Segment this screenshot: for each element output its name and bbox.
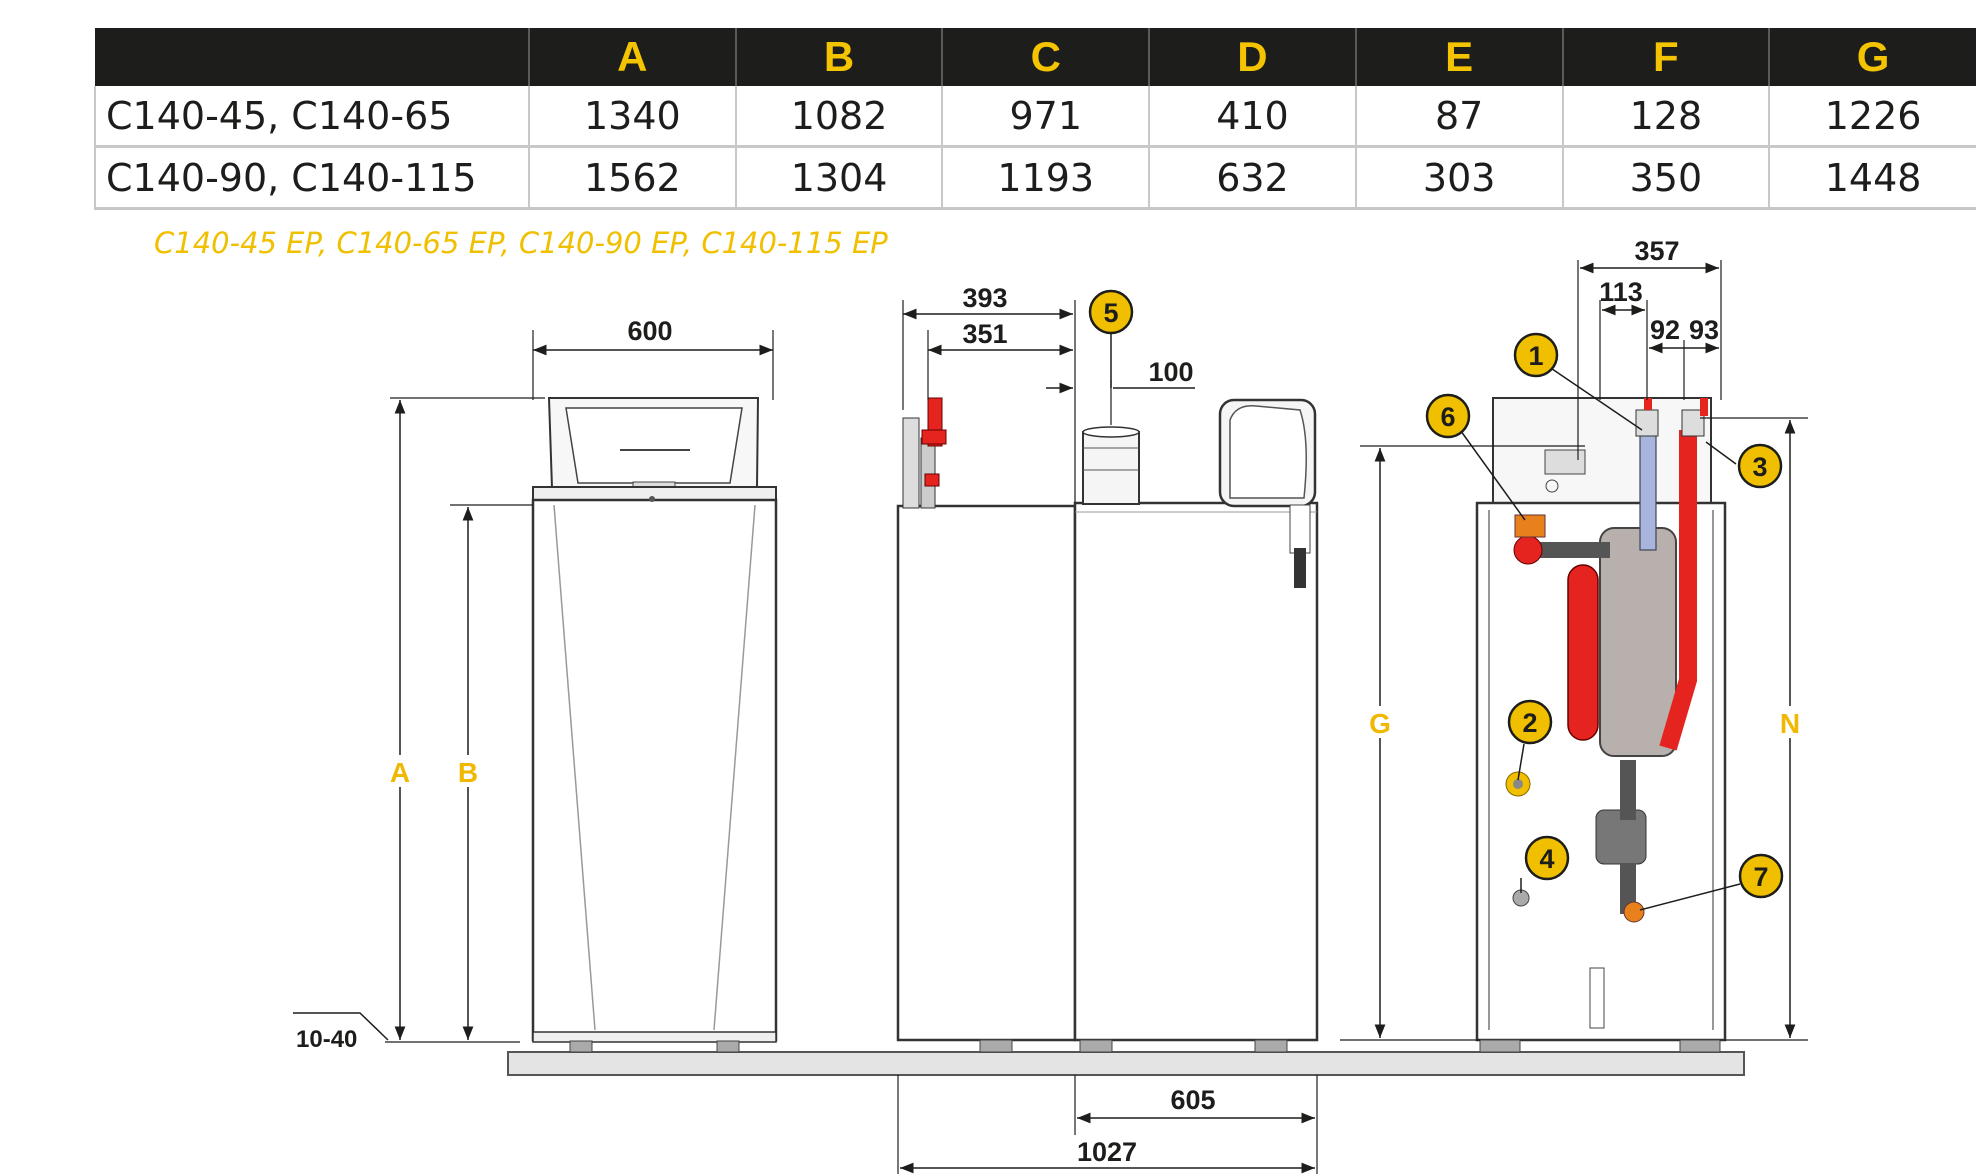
callout-3-label: 3 — [1752, 452, 1767, 482]
header-cell-b: B — [735, 28, 944, 86]
value-cell: 1562 — [529, 146, 737, 210]
callout-2-label: 2 — [1522, 708, 1537, 738]
dim-600-label: 600 — [627, 316, 672, 346]
side-body-rear — [896, 504, 1077, 1042]
dim-351-label: 351 — [962, 319, 1007, 349]
callout-5: 5 — [1088, 289, 1134, 335]
header-cell-e: E — [1355, 28, 1564, 86]
rear-top-unit — [1492, 397, 1712, 505]
value-cell: 410 — [1149, 86, 1357, 148]
value-cell: 1082 — [735, 86, 944, 148]
flow-pipe — [1659, 430, 1697, 751]
dim-100-label: 100 — [1148, 357, 1193, 387]
dim-1027-label: 1027 — [1077, 1137, 1137, 1167]
value-cell: 87 — [1355, 86, 1564, 148]
expansion-vessel — [1567, 564, 1599, 741]
dim-93-label: 93 — [1689, 315, 1719, 345]
model-cell: C140-45, C140-65 — [94, 86, 530, 148]
front-body — [531, 498, 778, 1042]
letter-n: N — [1780, 708, 1800, 739]
value-cell: 1193 — [942, 146, 1151, 210]
callout-1-label: 1 — [1528, 341, 1543, 371]
model-variants-subtitle: C140-45 EP, C140-65 EP, C140-90 EP, C140… — [154, 226, 888, 260]
header-cell-d: D — [1149, 28, 1357, 86]
letter-b: B — [458, 757, 478, 788]
value-cell: 632 — [1149, 146, 1357, 210]
header-cell-f: F — [1562, 28, 1771, 86]
dimension-table: A B C D E F G C140-45, C140-65 1340 1082… — [94, 28, 1976, 210]
header-cell-g: G — [1769, 28, 1976, 86]
return-pipe — [1639, 429, 1657, 551]
table-header-row: A B C D E F G — [95, 28, 1976, 86]
callout-1: 1 — [1513, 332, 1559, 378]
callout-7: 7 — [1738, 853, 1784, 899]
letter-g: G — [1369, 708, 1391, 739]
value-cell: 128 — [1562, 86, 1771, 148]
callout-4: 4 — [1524, 835, 1570, 881]
value-cell: 350 — [1562, 146, 1771, 210]
callout-6-label: 6 — [1440, 402, 1455, 432]
dim-357-label: 357 — [1634, 236, 1679, 266]
rear-view — [1475, 397, 1727, 1053]
value-cell: 971 — [942, 86, 1151, 148]
header-cell-c: C — [942, 28, 1151, 86]
side-view — [896, 397, 1319, 1053]
model-cell: C140-90, C140-115 — [94, 146, 530, 210]
callout-5-label: 5 — [1103, 298, 1118, 328]
callout-6: 6 — [1425, 393, 1471, 439]
side-body-front — [1073, 501, 1319, 1042]
header-cell-empty — [95, 28, 530, 86]
dim-393-label: 393 — [962, 283, 1007, 313]
callout-2: 2 — [1507, 699, 1553, 745]
header-cell-a: A — [529, 28, 737, 86]
heat-exchanger — [1599, 527, 1677, 757]
callout-7-label: 7 — [1753, 862, 1768, 892]
dim-605-label: 605 — [1170, 1085, 1215, 1115]
callout-4-label: 4 — [1539, 844, 1554, 874]
value-cell: 1304 — [735, 146, 944, 210]
letter-a: A — [390, 757, 410, 788]
dim-92-label: 92 — [1650, 315, 1680, 345]
table-row: C140-90, C140-115 1562 1304 1193 632 303… — [94, 146, 1976, 210]
dim-foot-label: 10-40 — [296, 1026, 357, 1053]
side-flue-pipe — [1082, 431, 1140, 505]
value-cell: 1340 — [529, 86, 737, 148]
value-cell: 303 — [1355, 146, 1564, 210]
value-cell: 1226 — [1769, 86, 1976, 148]
value-cell: 1448 — [1769, 146, 1976, 210]
front-hood-panel — [565, 407, 743, 484]
table-row: C140-45, C140-65 1340 1082 971 410 87 12… — [94, 86, 1976, 148]
front-view — [531, 397, 778, 1053]
floor-base — [507, 1051, 1745, 1076]
dim-113-label: 113 — [1599, 277, 1643, 307]
callout-3: 3 — [1737, 443, 1783, 489]
